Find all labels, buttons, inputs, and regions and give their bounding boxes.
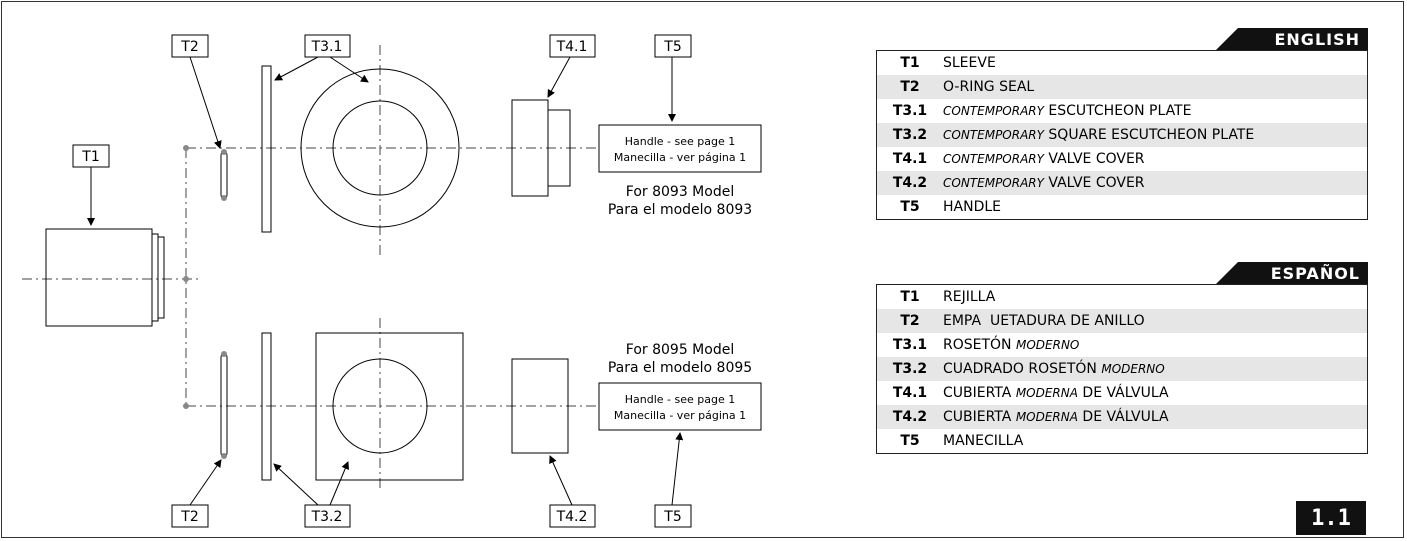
legend-english-title: ENGLISH [1216, 28, 1368, 50]
legend-row: T1 REJILLA [877, 285, 1367, 309]
legend-row: T2 EMPA UETADURA DE ANILLO [877, 309, 1367, 333]
valve-cover-bottom [511, 358, 569, 454]
legend-spanish-table: T1 REJILLA T2 EMPA UETADURA DE ANILLO T3… [876, 284, 1368, 454]
handle-note-top-box [598, 124, 762, 173]
legend-row: T5 MANECILLA [877, 429, 1367, 453]
o-ring-top [220, 151, 228, 199]
legend-row: T5 HANDLE [877, 195, 1367, 219]
callout-t3-2: T3.2 [311, 509, 343, 525]
legend-code: T2 [900, 313, 920, 329]
legend-code: T3.2 [892, 361, 928, 377]
legend-english-table: T1 SLEEVE T2 O-RING SEAL T3.1 CONTEMPORA… [876, 50, 1368, 220]
callout-t2-top: T2 [180, 39, 198, 55]
legend-desc: REJILLA [943, 289, 996, 305]
legend-row: T4.2 CONTEMPORARY VALVE COVER [877, 171, 1367, 195]
square-escutcheon-plate [315, 332, 464, 481]
sleeve-part [45, 228, 153, 327]
legend-row: T1 SLEEVE [877, 51, 1367, 75]
callout-t2-bottom: T2 [180, 509, 198, 525]
legend-desc: MANECILLA [943, 433, 1024, 449]
legend-desc: CUBIERTA MODERNA DE VÁLVULA [943, 385, 1169, 401]
handle-note-bottom-line1: Handle - see page 1 [625, 393, 735, 406]
legend-code: T4.1 [892, 151, 928, 167]
legend-code: T5 [900, 433, 920, 449]
legend-desc: EMPA UETADURA DE ANILLO [943, 313, 1145, 329]
legend-code: T3.1 [892, 337, 928, 353]
escutcheon-plate-side [261, 65, 272, 233]
handle-note-bottom-line2: Manecilla - ver página 1 [614, 409, 746, 422]
legend-row: T3.1 ROSETÓN MODERNO [877, 333, 1367, 357]
handle-note-top-line1: Handle - see page 1 [625, 135, 735, 148]
callout-t1: T1 [81, 149, 99, 165]
callout-t5-top: T5 [663, 39, 681, 55]
page-number: 1.1 [1296, 501, 1366, 535]
legend-desc: CONTEMPORARY VALVE COVER [943, 151, 1145, 167]
legend-desc: CONTEMPORARY SQUARE ESCUTCHEON PLATE [943, 127, 1255, 143]
model-top-line1: For 8093 Model [626, 184, 734, 200]
legend-desc: SLEEVE [943, 55, 996, 71]
model-bottom-line1: For 8095 Model [626, 342, 734, 358]
callout-t3-1: T3.1 [311, 39, 343, 55]
legend-code: T1 [900, 289, 920, 305]
legend-code: T4.2 [892, 175, 928, 191]
callout-t4-1: T4.1 [556, 39, 588, 55]
legend-row: T4.2 CUBIERTA MODERNA DE VÁLVULA [877, 405, 1367, 429]
handle-note-top-line2: Manecilla - ver página 1 [614, 151, 746, 164]
callout-t5-bottom: T5 [663, 509, 681, 525]
legend-desc: CONTEMPORARY ESCUTCHEON PLATE [943, 103, 1192, 119]
o-ring-bottom [220, 353, 228, 457]
escutcheon-plate-round [300, 68, 460, 228]
legend-code: T1 [900, 55, 920, 71]
legend-desc: HANDLE [943, 199, 1002, 215]
legend-row: T3.2 CUADRADO ROSETÓN MODERNO [877, 357, 1367, 381]
legend-code: T4.1 [892, 385, 928, 401]
legend-code: T4.2 [892, 409, 928, 425]
handle-note-bottom-box [598, 382, 762, 431]
legend-code: T3.1 [892, 103, 928, 119]
legend-row: T2 O-RING SEAL [877, 75, 1367, 99]
legend-row: T3.1 CONTEMPORARY ESCUTCHEON PLATE [877, 99, 1367, 123]
legend-desc: CUBIERTA MODERNA DE VÁLVULA [943, 409, 1169, 425]
legend-code: T3.2 [892, 127, 928, 143]
legend-spanish-title: ESPAÑOL [1216, 262, 1368, 284]
legend-row: T3.2 CONTEMPORARY SQUARE ESCUTCHEON PLAT… [877, 123, 1367, 147]
legend-row: T4.1 CUBIERTA MODERNA DE VÁLVULA [877, 381, 1367, 405]
callout-t4-2: T4.2 [556, 509, 588, 525]
legend-desc: ROSETÓN MODERNO [943, 337, 1080, 353]
legend-desc: O-RING SEAL [943, 79, 1035, 95]
legend-code: T5 [900, 199, 920, 215]
legend-desc: CUADRADO ROSETÓN MODERNO [943, 361, 1165, 377]
model-bottom-line2: Para el modelo 8095 [608, 360, 752, 376]
square-escutcheon-side [261, 332, 272, 481]
legend-code: T2 [900, 79, 920, 95]
legend-row: T4.1 CONTEMPORARY VALVE COVER [877, 147, 1367, 171]
model-top-line2: Para el modelo 8093 [608, 202, 752, 218]
legend-desc: CONTEMPORARY VALVE COVER [943, 175, 1145, 191]
